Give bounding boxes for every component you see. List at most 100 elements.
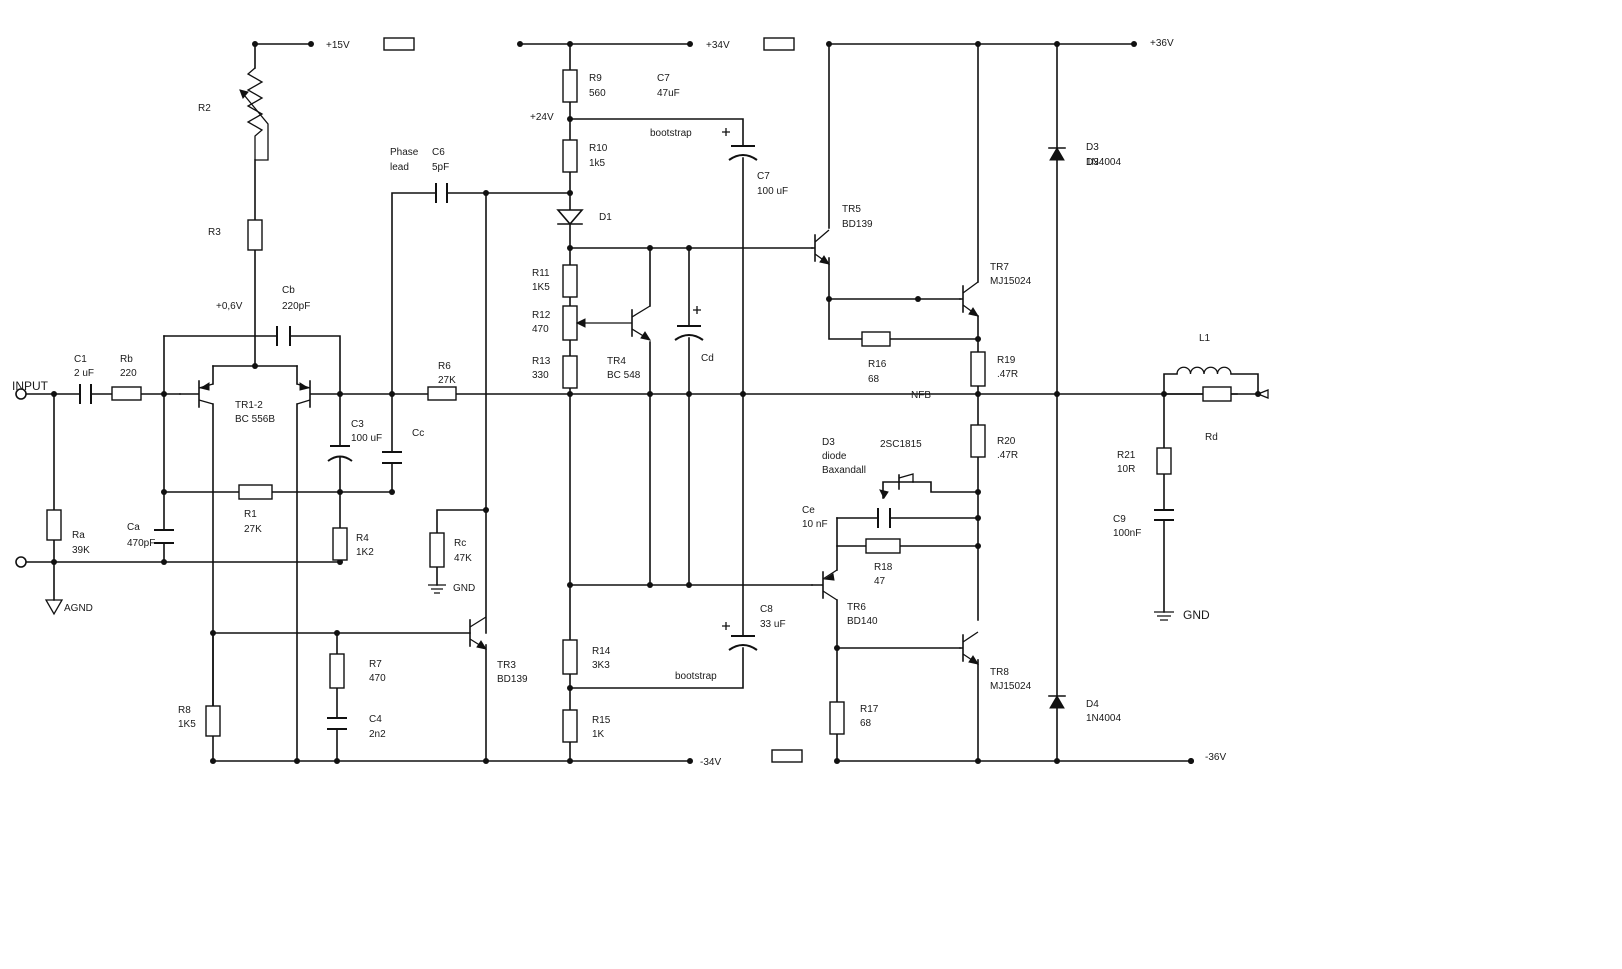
transistor-tr1 [179,380,214,408]
resistor-ra [46,509,62,541]
c9-id: C9 [1113,514,1126,525]
l1-id: L1 [1199,333,1211,344]
junction-dot [389,489,395,495]
tr7-value: MJ15024 [990,276,1032,287]
junction-dot [686,245,692,251]
c6-id: C6 [432,147,445,158]
tr6-id: TR6 [847,602,866,613]
bootstrap-bottom-label: bootstrap [675,671,717,682]
rail-terminal [1188,758,1194,764]
electrolytic-capacitors [327,128,758,651]
rd-id: Rd [1205,432,1218,443]
r11-id: R11 [532,268,550,279]
rail-p06-label: +0,6V [216,301,243,312]
c7-top-id: C7 [657,73,670,84]
junction-dot [687,41,693,47]
r14-id: R14 [592,646,611,657]
wiring [25,43,1259,762]
resistor-r11 [562,264,578,298]
capacitor-cd [674,325,704,341]
r9-id: R9 [589,73,602,84]
r17-value: 68 [860,718,872,729]
junction-dot [975,391,981,397]
bootstrap-top-label: bootstrap [650,128,692,139]
inductor-l1 [1176,366,1232,375]
labels: +15V +34V +36V -34V -36V +24V +0,6V INPU… [12,38,1226,768]
resistor-r3 [247,219,263,251]
junction-dot [334,758,340,764]
r12-value: 470 [532,324,549,335]
junction-dot [975,336,981,342]
junction-dot [826,296,832,302]
phase-lead-label-2: lead [390,162,409,173]
r13-value: 330 [532,370,549,381]
tr5-id: TR5 [842,204,861,215]
cc-id: Cc [412,428,424,439]
terminals [15,388,1269,764]
resistor-r15 [562,709,578,743]
r17-id: R17 [860,704,879,715]
c6-value: 5pF [432,162,449,173]
resistor-r21 [1156,447,1172,475]
capacitor-c4 [327,717,347,730]
r3-id: R3 [208,227,221,238]
c8-value: 33 uF [760,619,786,630]
baxandall-label-2: Baxandall [822,465,866,476]
junction-dot [1131,41,1137,47]
r8-value: 1K5 [178,719,196,730]
junction-dot [1054,41,1060,47]
c3-id: C3 [351,419,364,430]
d3-bax-id: D3 [822,437,835,448]
rc-id: Rc [454,538,466,549]
r11-value: 1K5 [532,282,550,293]
r21-id: R21 [1117,450,1136,461]
junction-dot [1054,391,1060,397]
capacitor-c3 [327,445,353,462]
c9-value: 100nF [1113,528,1141,539]
resistor-r20 [970,424,986,458]
capacitor-ca [154,529,174,544]
capacitor-c1 [79,384,92,404]
junction-dot [975,489,981,495]
d4-id: D4 [1086,699,1099,710]
c7-id: C7 [757,171,770,182]
rb-id: Rb [120,354,133,365]
rail-m36-label: -36V [1205,752,1226,763]
c7-value: 100 uF [757,186,788,197]
junction-dot [161,391,167,397]
junction-dot [308,41,314,47]
transistor-tr2 [296,380,341,408]
r16-id: R16 [868,359,887,370]
r18-value: 47 [874,576,886,587]
junction-dot [686,582,692,588]
ca-id: Ca [127,522,140,533]
r13-id: R13 [532,356,551,367]
junction-dot [51,391,57,397]
tr4-value: BC 548 [607,370,641,381]
junction-dot [567,190,573,196]
ce-id: Ce [802,505,815,516]
capacitor-c6 [435,183,448,203]
junction-dot [51,559,57,565]
junction-dot [483,758,489,764]
rail-p36-label: +36V [1150,38,1174,49]
d1-id: D1 [599,212,612,223]
rc-value: 47K [454,553,472,564]
resistor-rb [111,386,142,401]
r10-value: 1k5 [589,158,606,169]
r16-value: 68 [868,374,880,385]
r2-id: R2 [198,103,211,114]
transistor-baxandall [879,473,914,499]
input-label: INPUT [12,379,49,393]
tr7-id: TR7 [990,262,1009,273]
diode-d3 [1048,147,1066,161]
capacitor-c8 [728,635,758,651]
r14-value: 3K3 [592,660,610,671]
input-ground-terminal [15,556,27,568]
junction-dot [567,582,573,588]
c1-value: 2 uF [74,368,94,379]
output-terminal [1256,389,1269,399]
phase-lead-label-1: Phase [390,147,419,158]
plus-icon [693,306,701,314]
transistor-tr4 [631,305,652,341]
